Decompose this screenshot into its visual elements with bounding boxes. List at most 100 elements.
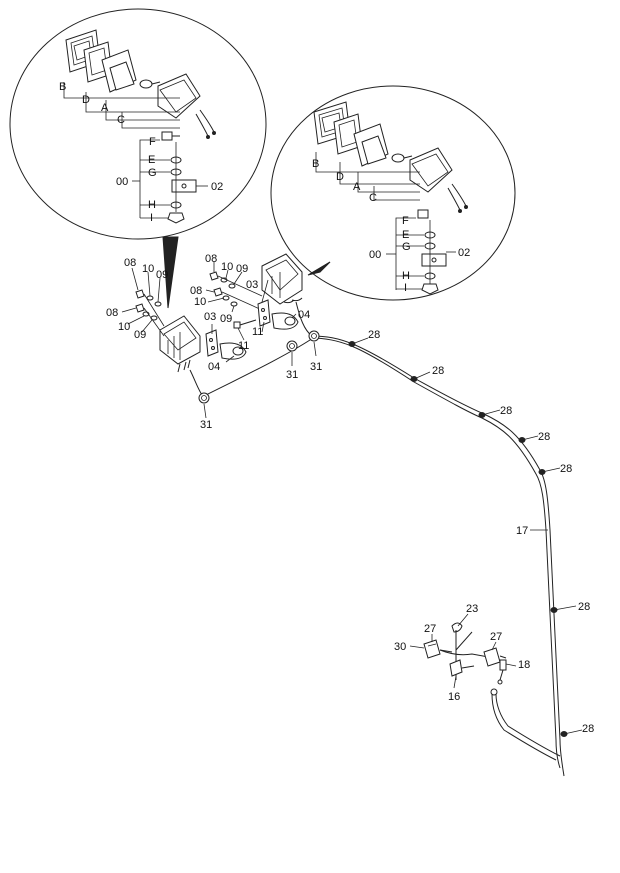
label-assy: 00 [116,176,128,188]
harness-main-run-inner [315,337,561,769]
nut-08b [135,303,145,313]
label-a: A [353,181,361,193]
detail-outline-right [270,85,516,301]
callout-03: 03 [204,311,216,323]
sub-harness [439,649,495,659]
label-b: B [312,158,319,170]
label-e: E [148,154,155,166]
bracket-03-left [205,329,219,357]
nut-i [167,212,185,224]
clip-31-center [286,340,298,352]
label-d: D [82,94,90,106]
sub-harness-branch [455,631,473,651]
clip-23 [451,622,463,680]
lamp-housing-right [409,147,468,213]
lamp-hardware-left [161,131,197,224]
connector-30 [423,639,453,659]
callout-10: 10 [194,296,206,308]
label-assy: 00 [369,249,381,261]
connector-group: 23 27 30 27 18 16 [394,603,530,703]
nut-08a [135,289,145,299]
label-c: C [117,114,125,126]
label-f: F [149,136,156,148]
callout-17: 17 [516,525,528,537]
label-bracket: 02 [458,247,470,259]
callout-09: 09 [220,313,232,325]
callout-27: 27 [424,623,436,635]
callout-28: 28 [538,431,550,443]
label-g: G [402,241,411,253]
detail-bubble-right: B D A C F E G 00 02 H I [270,85,516,301]
bolt-11 [233,319,257,329]
washer-09a [154,301,162,307]
lamp-body-left [159,315,201,373]
label-h: H [402,270,410,282]
harness-main-run [311,335,565,777]
lamp-lens-a-right [353,123,389,167]
detail-outline-left [9,8,267,240]
callout-31: 31 [310,361,322,373]
callout-28: 28 [582,723,594,735]
harness-branch-lower-inner [495,693,561,757]
callout-18: 18 [518,659,530,671]
label-i: I [404,282,407,294]
callout-30: 30 [394,641,406,653]
callout-08: 08 [190,285,202,297]
detail-pointer-left [162,236,179,309]
label-bracket: 02 [211,181,223,193]
band-clamps-28 [348,341,568,737]
lamp-hardware-right-assy [209,271,263,311]
label-a: A [101,102,109,114]
label-c: C [369,192,377,204]
wire-harness-17: 28 28 28 28 28 28 28 17 31 31 31 [189,301,594,777]
callout-04: 04 [208,361,220,373]
callout-28: 28 [560,463,572,475]
label-g: G [148,167,157,179]
lamp-lens-a-left [101,49,137,93]
callout-08: 08 [106,307,118,319]
clamp-04-right [271,312,299,330]
clip-31-left [198,392,210,404]
clamp-04-left [219,342,247,360]
callout-03: 03 [246,279,258,291]
callout-23: 23 [466,603,478,615]
clip-31-right [308,330,320,342]
callout-08: 08 [124,257,136,269]
callout-10: 10 [118,321,130,333]
callout-10: 10 [142,263,154,275]
callout-27: 27 [490,631,502,643]
label-h: H [148,199,156,211]
fuse-18 [497,659,507,685]
callout-28: 28 [368,329,380,341]
callout-11: 11 [252,326,263,338]
label-i: I [150,212,153,224]
callout-28: 28 [578,601,590,613]
callout-08: 08 [205,253,217,265]
label-d: D [336,171,344,183]
callout-16: 16 [448,691,460,703]
screw-f [161,131,173,141]
lamp-hardware-right [417,209,447,295]
detail-leaders-left [63,82,208,219]
washer-10a [146,295,154,301]
callout-31: 31 [286,369,298,381]
detail-leaders-right [315,152,456,290]
lamp-bulb-c-right [391,153,413,163]
callout-10: 10 [221,261,233,273]
callout-28: 28 [500,405,512,417]
label-e: E [402,229,409,241]
lamp-housing-left [157,73,216,139]
callout-31: 31 [200,419,212,431]
lamp-bulb-c-left [139,79,161,89]
callout-28: 28 [432,365,444,377]
label-b: B [59,81,66,93]
callout-09: 09 [156,269,168,281]
harness-branch-lower [491,693,557,761]
harness-branch-left [203,335,317,397]
callout-09: 09 [236,263,248,275]
work-lamp-left: 08 10 09 08 10 09 03 04 [106,257,247,373]
lamp-body-right [261,253,303,305]
connector-16 [449,659,475,677]
callout-09: 09 [134,329,146,341]
